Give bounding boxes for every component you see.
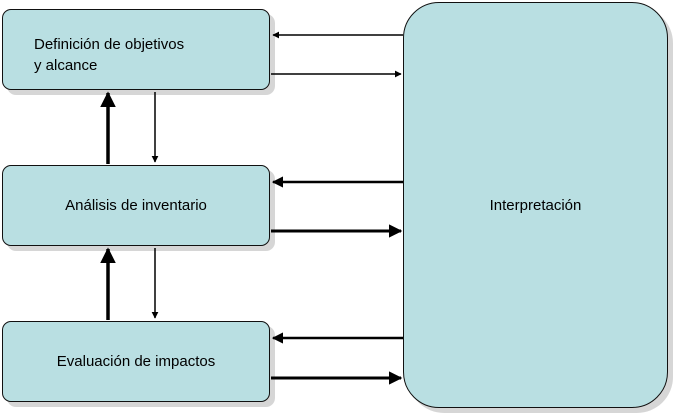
box-interpretation: Interpretación: [403, 2, 668, 408]
box-impact-assessment: Evaluación de impactos: [2, 321, 270, 402]
inventory-label: Análisis de inventario: [65, 197, 207, 214]
interpretation-label: Interpretación: [489, 196, 582, 214]
box-objectives-scope: Definición de objetivos y alcance: [2, 9, 270, 90]
impacts-label: Evaluación de impactos: [56, 353, 216, 370]
box-inventory-analysis: Análisis de inventario: [2, 165, 270, 246]
objectives-label: Definición de objetivos y alcance: [34, 36, 185, 74]
